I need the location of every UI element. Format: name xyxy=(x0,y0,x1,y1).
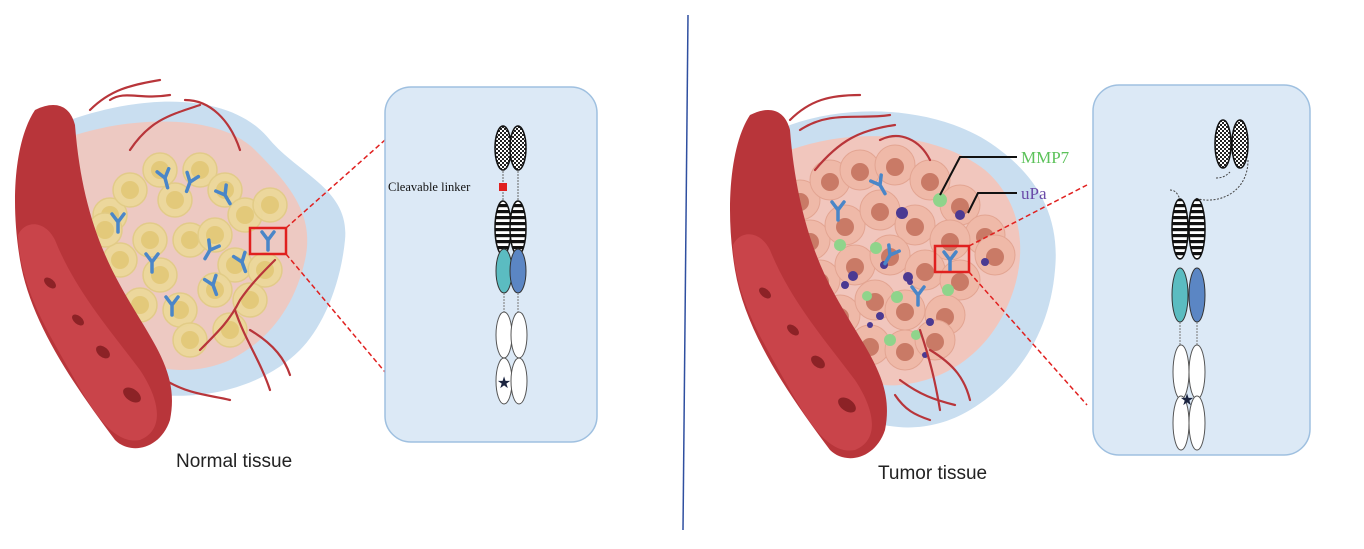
mask-domain xyxy=(494,125,512,171)
normal-cell xyxy=(142,152,178,188)
cleavable-linker-label: Cleavable linker xyxy=(388,180,471,194)
tumor-antibody-panel xyxy=(1092,84,1311,456)
panel-divider xyxy=(682,14,689,531)
mmp7-particle xyxy=(942,284,954,296)
antibody-icon xyxy=(942,250,958,272)
tumor-cell xyxy=(874,144,916,186)
normal-cell xyxy=(197,217,233,253)
antibody-icon xyxy=(184,170,201,194)
upa-particle xyxy=(907,279,913,285)
tumor-cell xyxy=(894,204,936,246)
mmp7-leader-line xyxy=(939,156,1017,196)
mmp7-particle xyxy=(933,193,947,207)
normal-cell xyxy=(172,322,208,358)
upa-particle xyxy=(841,281,849,289)
normal-cell xyxy=(132,222,168,258)
antibody-icon xyxy=(110,212,126,234)
released-mask-domain xyxy=(1214,119,1232,169)
mmp7-particle xyxy=(834,239,846,251)
mmp7-particle xyxy=(891,291,903,303)
antibody-icon xyxy=(202,273,219,297)
normal-cell xyxy=(112,172,148,208)
normal-cell xyxy=(157,182,193,218)
normal-cell xyxy=(232,282,268,318)
normal-cell xyxy=(252,187,288,223)
upa-particle xyxy=(981,258,989,266)
antibody-icon xyxy=(164,295,180,317)
zoom-highlight-box xyxy=(933,244,971,274)
mmp7-particle xyxy=(870,242,882,254)
antibody-icon xyxy=(203,238,221,261)
normal-tissue-caption: Normal tissue xyxy=(176,451,292,472)
mmp7-particle xyxy=(862,291,872,301)
antibody-icon xyxy=(260,230,276,252)
antibody-icon xyxy=(214,183,232,206)
upa-particle xyxy=(876,312,884,320)
mmp7-label: MMP7 xyxy=(1021,148,1070,167)
upa-label: uPa xyxy=(1021,184,1047,203)
antibody-icon xyxy=(155,166,171,190)
released-mask-domain xyxy=(1231,119,1249,169)
masked-antibody: ★ xyxy=(494,125,528,405)
upa-particle xyxy=(926,318,934,326)
mmp7-particle xyxy=(884,334,896,346)
upa-particle xyxy=(867,322,873,328)
tumor-tissue-illustration xyxy=(730,93,1088,459)
zoom-highlight-box xyxy=(248,226,288,256)
star-icon: ★ xyxy=(1180,392,1194,409)
antibody-icon xyxy=(144,252,160,274)
upa-particle xyxy=(955,210,965,220)
upa-leader-line xyxy=(967,192,1017,214)
antibody-icon xyxy=(883,243,901,266)
upa-particle xyxy=(848,271,858,281)
tumor-cell xyxy=(834,244,876,286)
antibody-icon xyxy=(231,250,248,274)
mask-domain xyxy=(509,125,527,171)
antibody-icon xyxy=(869,173,887,196)
upa-particle xyxy=(896,207,908,219)
normal-cell xyxy=(182,152,218,188)
tumor-cell xyxy=(859,189,901,231)
normal-cell xyxy=(102,242,138,278)
blood-vessel-lumen xyxy=(18,224,157,441)
normal-cell xyxy=(142,257,178,293)
normal-tissue-illustration xyxy=(15,78,386,449)
normal-antibody-panel xyxy=(384,86,598,443)
antibody-icon xyxy=(830,200,846,222)
tumor-tissue-caption: Tumor tissue xyxy=(878,463,987,484)
tumor-cell xyxy=(914,319,956,361)
tumor-cell xyxy=(974,234,1016,276)
star-icon: ★ xyxy=(497,375,511,392)
antibody-icon xyxy=(910,285,926,307)
tumor-cell xyxy=(824,204,866,246)
mmp7-particle xyxy=(911,330,921,340)
activated-antibody: ★ xyxy=(1169,119,1249,451)
cleavable-linker-marker xyxy=(499,183,507,191)
